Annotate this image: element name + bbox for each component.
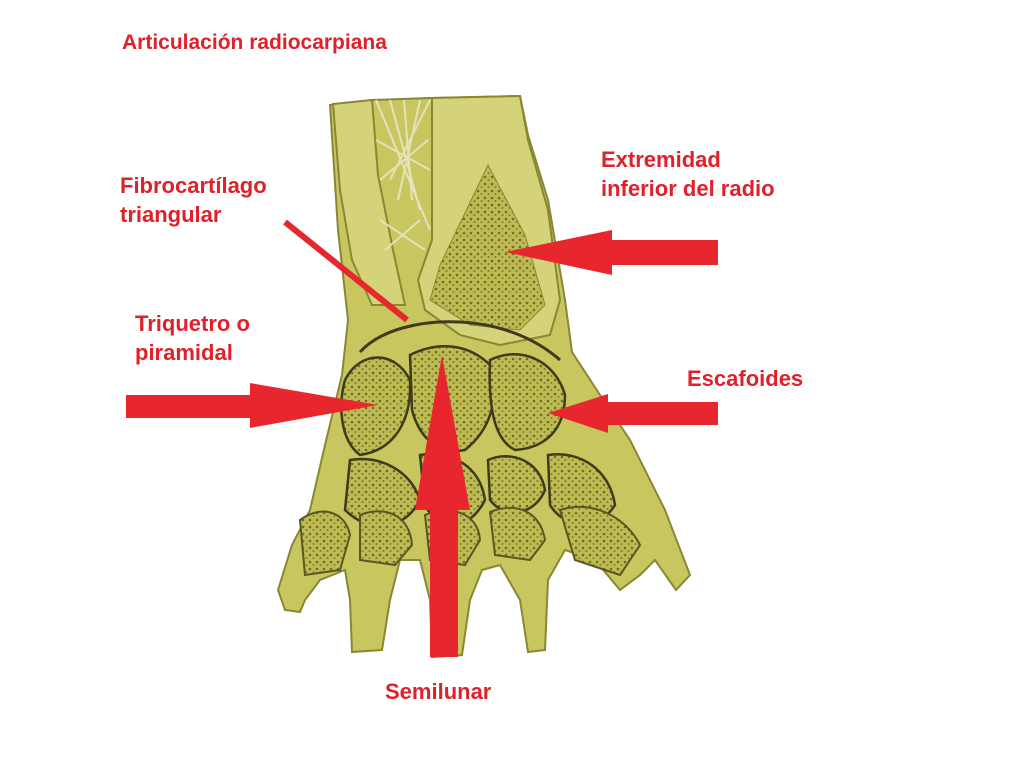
label-fibrocartilage: Fibrocartílago triangular bbox=[120, 171, 267, 229]
label-triquetrum: Triquetro o piramidal bbox=[135, 309, 250, 367]
label-radius: Extremidad inferior del radio bbox=[601, 145, 775, 203]
label-scaphoid: Escafoides bbox=[687, 366, 804, 391]
label-radius-line1: Extremidad bbox=[601, 147, 721, 172]
page-title: Articulación radiocarpiana bbox=[122, 31, 387, 54]
label-triquetrum-line1: Triquetro o bbox=[135, 311, 250, 336]
arrow-scaphoid bbox=[548, 394, 718, 433]
label-triquetrum-line2: piramidal bbox=[135, 340, 233, 365]
annotation-arrows bbox=[126, 230, 718, 657]
ulna-bone bbox=[331, 98, 407, 306]
radiocarpal-joint-line bbox=[358, 320, 561, 362]
arrow-triquetrum bbox=[126, 383, 378, 428]
triquetrum-bone bbox=[340, 356, 412, 457]
scaphoid-bone bbox=[488, 352, 567, 452]
label-radius-line2: inferior del radio bbox=[601, 176, 775, 201]
arrow-lunate bbox=[415, 355, 470, 657]
pointer-fibrocartilage bbox=[283, 219, 409, 323]
label-fibrocartilage-line1: Fibrocartílago bbox=[120, 173, 267, 198]
arrow-radius bbox=[505, 230, 718, 275]
ligament-fibers bbox=[375, 99, 431, 251]
label-fibrocartilage-line2: triangular bbox=[120, 202, 222, 227]
label-lunate: Semilunar bbox=[385, 679, 492, 704]
